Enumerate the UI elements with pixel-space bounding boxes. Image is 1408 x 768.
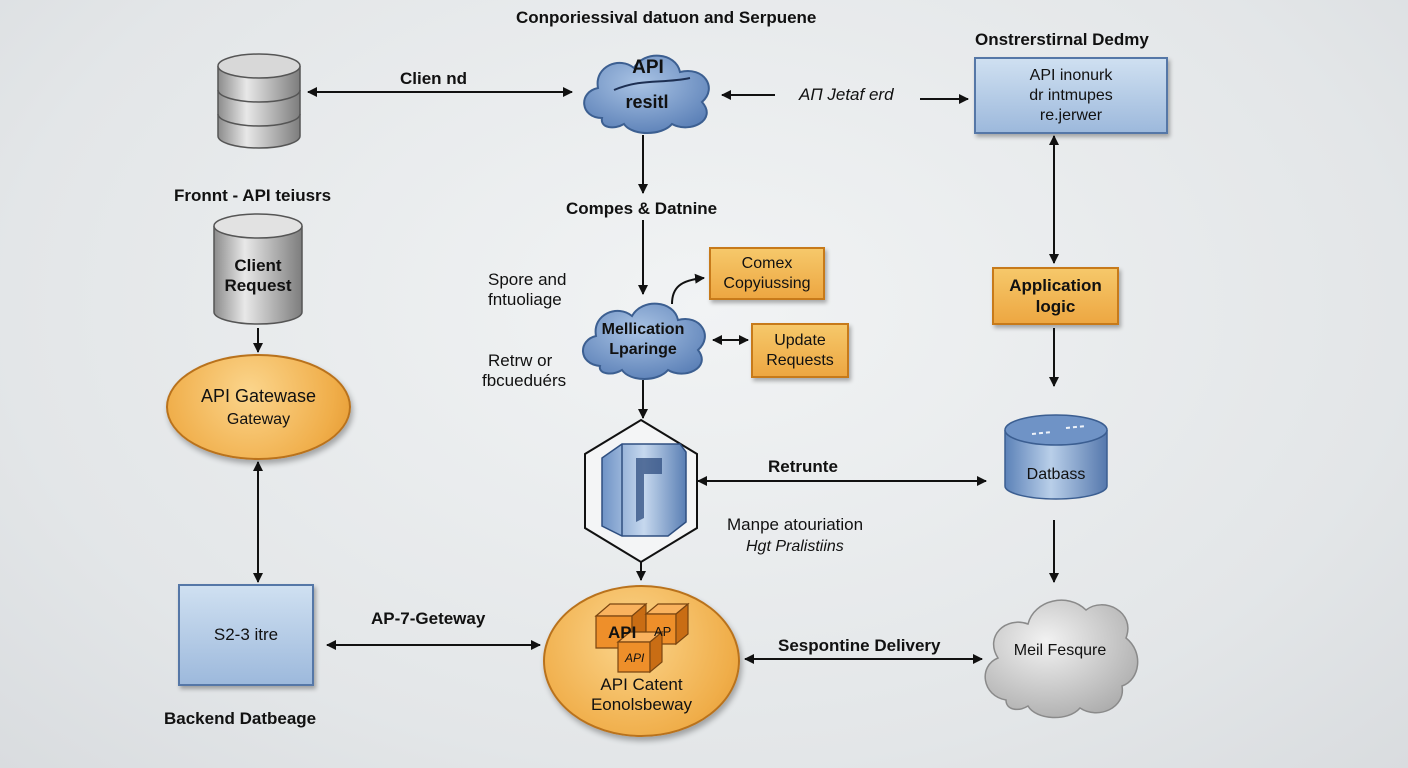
cube-label-1: API — [608, 623, 636, 642]
right-title: Onstrerstirnal Dedmy — [975, 30, 1149, 49]
cube-label-2: AP — [654, 624, 671, 639]
api-inonurk-line3: re.jerwer — [1039, 106, 1103, 124]
api-cubes-icon: API AP API — [594, 602, 690, 674]
meil-cloud-label: Meil Fesqure — [1013, 642, 1107, 659]
edge-label-spore-2: fntuoliage — [488, 290, 562, 309]
edge-label-client: Clien nd — [400, 69, 468, 88]
edge-label-top-right: AΠ Jetaf erd — [799, 85, 894, 104]
app-logic-line1: Application — [1009, 275, 1102, 295]
edge-label-spore-1: Spore and — [488, 270, 567, 289]
api-inonurk-box: API inonurk dr intmupes re.jerwer — [974, 57, 1168, 134]
api-cloud-line1: API — [632, 57, 664, 78]
comex-line1: Comex — [741, 254, 793, 272]
mellication-line2: Lparinge — [609, 341, 677, 358]
api-gateway-line1: API Gatewase — [200, 385, 317, 406]
update-line2: Requests — [766, 351, 834, 369]
api-gateway-node: API Gatewase Gateway — [166, 354, 351, 460]
arrow-to-comex — [671, 273, 705, 305]
application-logic-box: Application logic — [992, 267, 1119, 325]
client-request-cylinder-icon — [213, 213, 303, 325]
update-requests-box: Update Requests — [751, 323, 849, 378]
bottom-left-label: Backend Datbeage — [164, 709, 317, 728]
database-stack-icon — [217, 53, 301, 149]
edge-label-retrw-2: fbcueduérs — [482, 371, 567, 390]
s23-box: S2-3 itre — [178, 584, 314, 686]
mellication-cloud-icon — [582, 302, 706, 380]
app-logic-line2: logic — [1035, 297, 1076, 316]
api-gateway-line2: Gateway — [226, 410, 291, 428]
datbass-cylinder-icon — [1004, 414, 1108, 500]
api-cloud-line2: resitl — [625, 92, 669, 112]
cube-label-3: API — [624, 651, 645, 665]
service-hexagon-icon — [584, 418, 698, 564]
comex-line2: Copyiussing — [723, 274, 811, 292]
api-inonurk-line2: dr intmupes — [1029, 86, 1113, 104]
update-line1: Update — [774, 331, 826, 349]
mellication-line1: Mellication — [601, 321, 685, 338]
left-section-label: Fronnt - API teiusrs — [174, 186, 332, 205]
edge-label-hgt: Hgt Pralistiins — [746, 538, 844, 555]
edge-label-retrunte: Retrunte — [768, 457, 838, 476]
edge-label-manpe: Manpe atouriation — [727, 515, 864, 534]
meil-cloud-icon — [984, 599, 1139, 719]
api-cloud-icon — [583, 54, 710, 134]
api-content-line2: Eonolsbeway — [590, 695, 693, 714]
edge-label-ap7: AP-7-Geteway — [371, 609, 486, 628]
client-request-line2: Request — [224, 276, 292, 295]
edge-label-response: Sespontine Delivery — [778, 636, 941, 655]
client-request-line1: Client — [234, 256, 282, 275]
comex-box: Comex Copyiussing — [709, 247, 825, 300]
edge-label-center-down: Compes & Datnine — [566, 199, 718, 218]
diagram-title: Conporiessival datuon and Serpuene — [516, 8, 817, 27]
api-content-line1: API Catent — [600, 675, 683, 694]
edge-label-retrw-1: Retrw or — [488, 351, 553, 370]
datbass-label: Datbass — [1026, 466, 1086, 483]
api-inonurk-line1: API inonurk — [1029, 66, 1113, 84]
